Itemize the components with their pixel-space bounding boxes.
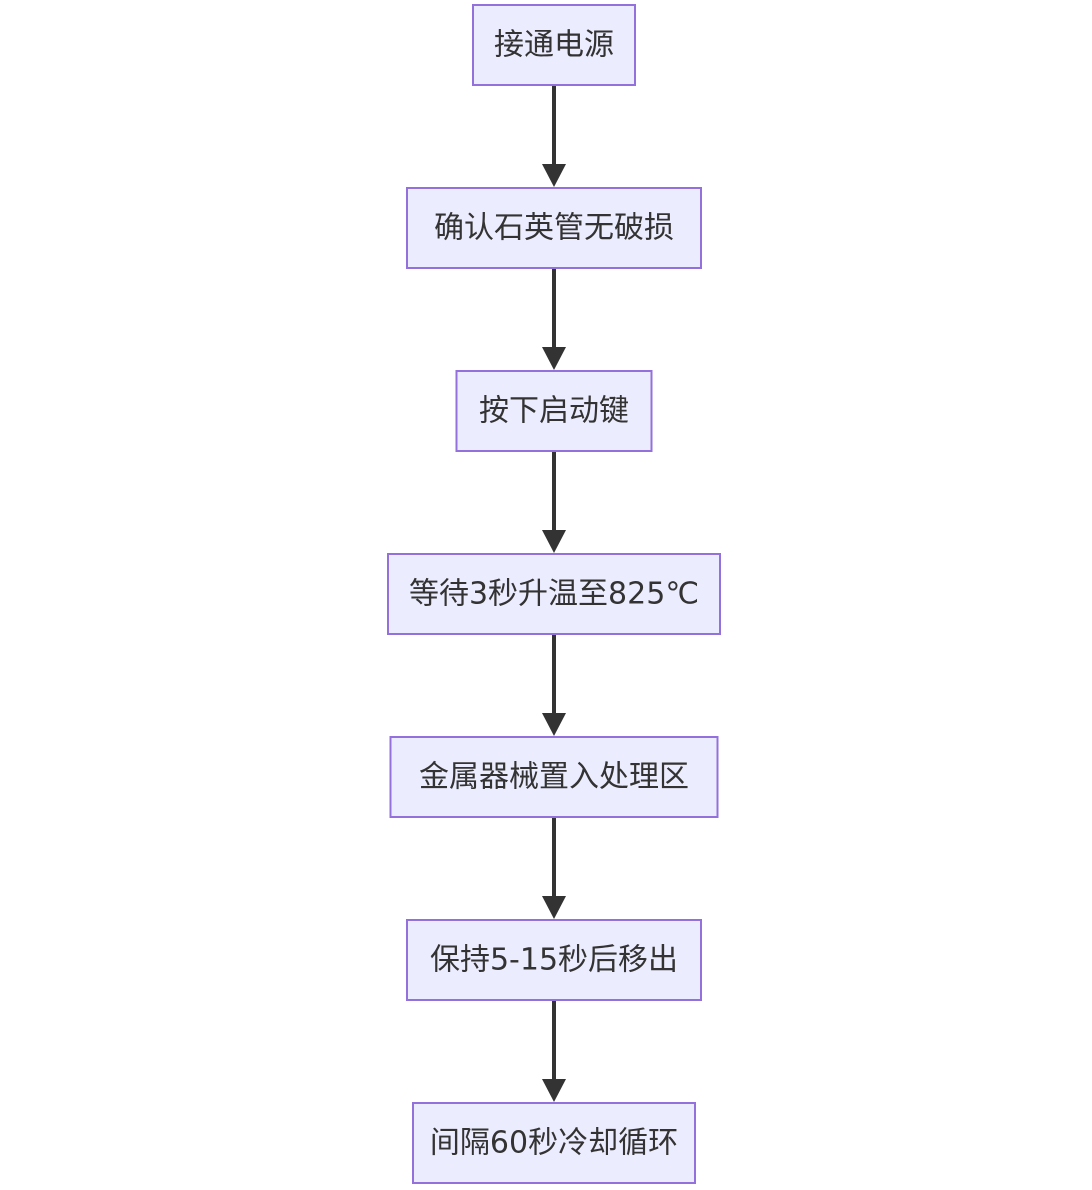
arrow-head-icon xyxy=(542,713,566,736)
flow-node-4: 等待3秒升温至825℃ xyxy=(387,553,721,635)
flow-node-box xyxy=(389,736,719,818)
flow-node-label: 确认石英管无破损 xyxy=(434,211,674,246)
flowchart-edges xyxy=(542,85,566,1102)
flow-node-label: 按下启动键 xyxy=(479,394,629,429)
flow-node-box xyxy=(406,187,702,269)
flow-node-label: 接通电源 xyxy=(494,28,614,63)
flow-node-3: 按下启动键 xyxy=(455,370,653,452)
arrow-head-icon xyxy=(542,164,566,187)
flow-node-box xyxy=(387,553,721,635)
flow-node-5: 金属器械置入处理区 xyxy=(389,736,719,818)
flow-node-box xyxy=(455,370,653,452)
flow-node-label: 间隔60秒冷却循环 xyxy=(430,1126,678,1161)
flow-node-1: 接通电源 xyxy=(472,4,636,86)
flow-arrow-2 xyxy=(542,268,566,370)
flow-arrow-3 xyxy=(542,451,566,553)
flow-node-7: 间隔60秒冷却循环 xyxy=(412,1102,696,1184)
flow-node-label: 等待3秒升温至825℃ xyxy=(409,577,699,612)
flow-node-box xyxy=(412,1102,696,1184)
flow-arrow-6 xyxy=(542,1000,566,1102)
arrow-head-icon xyxy=(542,347,566,370)
flow-node-2: 确认石英管无破损 xyxy=(406,187,702,269)
flow-arrow-1 xyxy=(542,85,566,187)
flow-arrow-4 xyxy=(542,634,566,736)
flow-node-label: 金属器械置入处理区 xyxy=(419,760,689,795)
arrow-head-icon xyxy=(542,530,566,553)
flow-node-box xyxy=(406,919,702,1001)
flow-node-6: 保持5-15秒后移出 xyxy=(406,919,702,1001)
flow-node-label: 保持5-15秒后移出 xyxy=(430,943,678,978)
arrow-head-icon xyxy=(542,896,566,919)
flow-arrow-5 xyxy=(542,817,566,919)
flow-node-box xyxy=(472,4,636,86)
arrow-head-icon xyxy=(542,1079,566,1102)
